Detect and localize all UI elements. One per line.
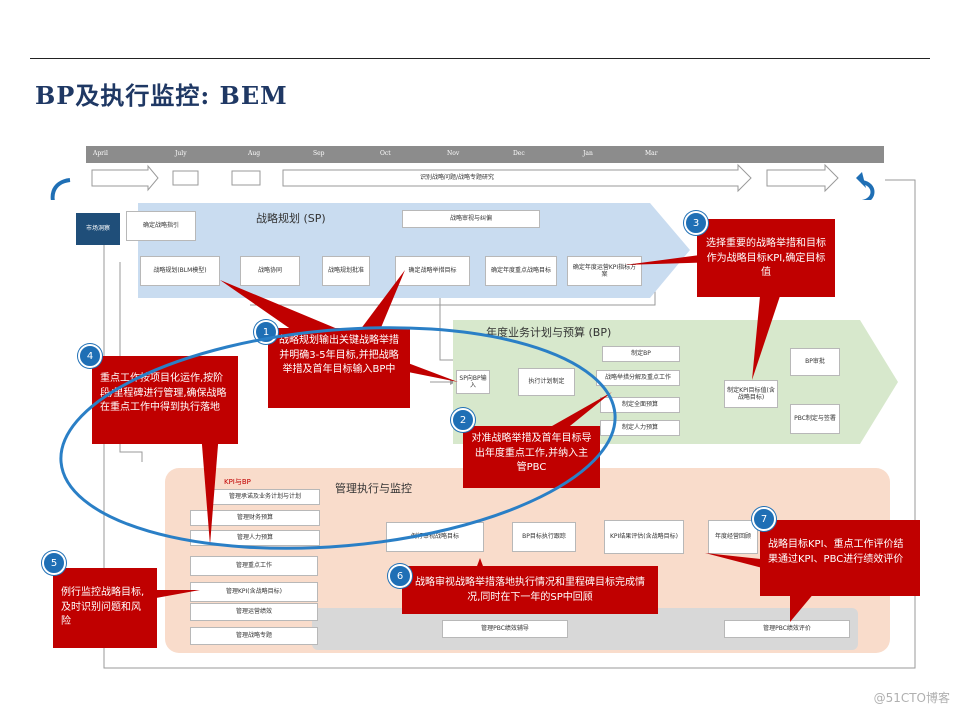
timeline-arrow-label: 识别战略问题/战略专题研究 [420,174,495,181]
mgmt-flow-box: 例行审视战略目标 [386,522,484,552]
callout-4-badge: 4 [78,344,102,368]
mgmt-item-box: 管理人力预算 [190,530,320,546]
month-label: Oct [380,150,391,157]
sp-step-box: 确定战略指引 [126,211,196,241]
pbc-box: 管理PBC绩效评价 [724,620,850,638]
sp-step-box: 战略协同 [240,256,300,286]
mgmt-item-box: 管理财务预算 [190,510,320,526]
sp-step-box: 确定战略举措目标 [395,256,470,286]
market-insight-box: 市场洞察 [76,213,120,245]
bp-section-label: 年度业务计划与预算 (BP) [486,326,612,339]
month-label: Nov [447,150,460,157]
callout-7-box: 战略目标KPI、重点工作评价结果通过KPI、PBC进行绩效评价 [760,520,920,596]
callout-1-box: 战略规划输出关键战略举措并明确3-5年目标,并把战略举措及首年目标输入BP中 [268,328,410,408]
sp-step-box: 确定年度运营KPI指标方案 [567,256,642,286]
month-label: Jan [583,150,593,157]
callout-3-box: 选择重要的战略举措和目标作为战略目标KPI,确定目标值 [697,219,835,297]
timeline-arrows [50,163,875,200]
mgmt-left-header: KPI与BP [224,478,251,486]
mgmt-section-label: 管理执行与监控 [335,482,412,495]
bp-step-box: SP向BP输入 [456,370,490,394]
callout-2-badge: 2 [451,408,475,432]
bp-step-box: BP审批 [790,348,840,376]
month-label: Sep [313,150,325,157]
timeline-bar [86,146,884,163]
month-label: July [175,150,187,157]
bp-step-box: 制定BP [602,346,680,362]
callout-6-box: 战略审视战略举措落地执行情况和里程碑目标完成情况,同时在下一年的SP中回顾 [402,566,658,614]
bp-step-box: 制定全面预算 [600,397,680,413]
bp-step-box: 制定KPI目标值(含战略目标) [724,380,778,408]
mgmt-item-box: 管理战略专题 [190,627,318,645]
mgmt-flow-box: KPI结果评估(含战略目标) [604,520,684,554]
sp-step-box: 确定年度重点战略目标 [485,256,557,286]
pbc-box: 管理PBC绩效辅导 [442,620,568,638]
mgmt-item-box: 管理重点工作 [190,556,318,576]
callout-2-box: 对准战略举措及首年目标导出年度重点工作,并纳入主管PBC [463,426,600,488]
top-divider [30,58,930,59]
month-label: Dec [513,150,525,157]
bp-step-box: 制定人力预算 [600,420,680,436]
month-label: Mar [645,150,658,157]
sp-step-box: 战略规划(BLM模型) [140,256,220,286]
month-label: April [93,150,108,157]
sp-section-label: 战略规划 (SP) [256,212,326,225]
callout-5-box: 例行监控战略目标,及时识别问题和风险 [53,568,157,648]
mgmt-item-box: 管理运营绩效 [190,603,318,621]
watermark: @51CTO博客 [873,691,950,705]
callout-5-badge: 5 [42,551,66,575]
mgmt-flow-box: 年度经营回顾 [708,520,758,554]
callout-6-badge: 6 [388,564,412,588]
callout-7-badge: 7 [752,507,776,531]
bp-step-box: PBC制定与签署 [790,404,840,434]
mgmt-item-box: 管理KPI(含战略目标) [190,582,318,602]
sp-review-box: 战略审视与纠偏 [402,210,540,228]
callout-4-box: 重点工作按项目化运作,按阶段/里程碑进行管理,确保战略在重点工作中得到执行落地 [92,356,238,444]
mgmt-flow-box: BP目标执行跟踪 [512,522,576,552]
page-title: BP及执行监控: BEM [35,81,288,110]
bp-step-box: 执行计划制定 [518,368,575,396]
month-label: Aug [248,150,261,157]
callout-3-badge: 3 [684,211,708,235]
sp-step-box: 战略规划批准 [322,256,370,286]
